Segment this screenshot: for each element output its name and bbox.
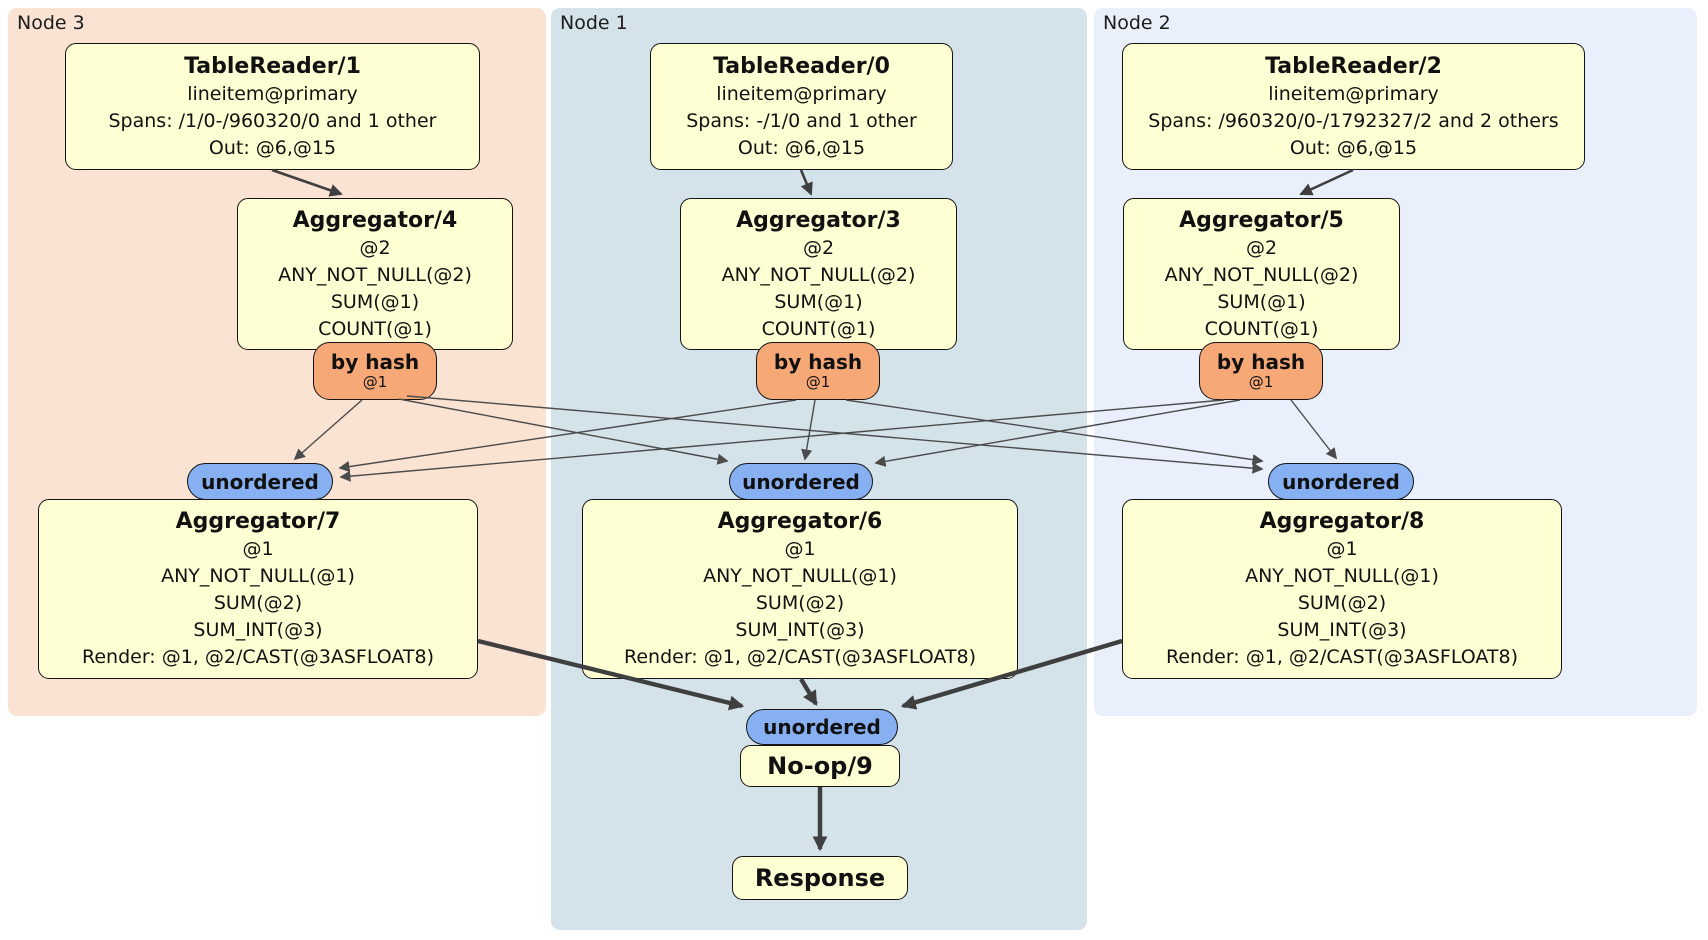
- processor-tablereader-1: TableReader/1 lineitem@primary Spans: /1…: [65, 43, 480, 170]
- processor-detail: Render: @1, @2/CAST(@3ASFLOAT8): [624, 646, 976, 668]
- processor-aggregator-3: Aggregator/3 @2 ANY_NOT_NULL(@2) SUM(@1)…: [680, 198, 957, 350]
- processor-detail: SUM(@1): [1217, 290, 1306, 313]
- processor-detail: SUM_INT(@3): [1277, 619, 1407, 641]
- processor-detail: @2: [1245, 236, 1278, 259]
- processor-detail: ANY_NOT_NULL(@2): [278, 263, 472, 286]
- processor-title: Aggregator/7: [175, 509, 341, 534]
- processor-detail: ANY_NOT_NULL(@1): [161, 565, 355, 587]
- processor-detail: Spans: -/1/0 and 1 other: [686, 109, 917, 132]
- processor-detail: @1: [1326, 538, 1358, 560]
- processor-tablereader-2: TableReader/2 lineitem@primary Spans: /9…: [1122, 43, 1585, 170]
- processor-title: TableReader/1: [184, 53, 361, 79]
- processor-noop-9: No-op/9: [740, 745, 900, 787]
- processor-detail: SUM(@2): [755, 592, 845, 614]
- processor-detail: lineitem@primary: [716, 82, 887, 105]
- processor-detail: Out: @6,@15: [737, 136, 866, 159]
- processor-title: Aggregator/3: [736, 207, 901, 233]
- router-by-hash-3: by hash @1: [756, 342, 880, 400]
- processor-aggregator-5: Aggregator/5 @2 ANY_NOT_NULL(@2) SUM(@1)…: [1123, 198, 1400, 350]
- processor-title: Aggregator/6: [717, 509, 883, 534]
- processor-detail: Out: @6,@15: [1289, 136, 1418, 159]
- processor-title: Aggregator/8: [1259, 509, 1425, 534]
- router-label: by hash: [330, 350, 420, 374]
- router-label: by hash: [773, 350, 863, 374]
- router-label: by hash: [1216, 350, 1306, 374]
- processor-aggregator-7: Aggregator/7 @1 ANY_NOT_NULL(@1) SUM(@2)…: [38, 499, 478, 679]
- router-key: @1: [1248, 373, 1274, 391]
- router-key: @1: [362, 373, 388, 391]
- processor-title: Aggregator/4: [292, 207, 458, 233]
- processor-detail: @1: [242, 538, 274, 560]
- sync-unordered-final: unordered: [746, 709, 898, 745]
- processor-aggregator-8: Aggregator/8 @1 ANY_NOT_NULL(@1) SUM(@2)…: [1122, 499, 1562, 679]
- sync-unordered-6: unordered: [729, 463, 873, 500]
- processor-detail: SUM(@1): [330, 290, 420, 313]
- processor-detail: SUM_INT(@3): [193, 619, 323, 641]
- processor-title: Response: [754, 864, 886, 892]
- processor-aggregator-6: Aggregator/6 @1 ANY_NOT_NULL(@1) SUM(@2)…: [582, 499, 1018, 679]
- sync-unordered-8: unordered: [1268, 463, 1414, 500]
- processor-detail: Render: @1, @2/CAST(@3ASFLOAT8): [82, 646, 434, 668]
- processor-title: Aggregator/5: [1179, 207, 1344, 233]
- node-panel-label: Node 3: [17, 12, 85, 34]
- processor-title: No-op/9: [767, 752, 873, 780]
- processor-detail: @2: [802, 236, 835, 259]
- processor-detail: SUM_INT(@3): [735, 619, 865, 641]
- processor-detail: SUM(@1): [774, 290, 863, 313]
- processor-detail: COUNT(@1): [1204, 317, 1319, 340]
- processor-tablereader-0: TableReader/0 lineitem@primary Spans: -/…: [650, 43, 953, 170]
- processor-detail: ANY_NOT_NULL(@1): [1245, 565, 1439, 587]
- node-panel-label: Node 2: [1103, 12, 1171, 34]
- processor-detail: COUNT(@1): [761, 317, 876, 340]
- processor-detail: @1: [784, 538, 816, 560]
- node-panel-label: Node 1: [560, 12, 628, 34]
- processor-detail: Render: @1, @2/CAST(@3ASFLOAT8): [1166, 646, 1518, 668]
- processor-detail: @2: [359, 236, 391, 259]
- processor-detail: lineitem@primary: [187, 82, 358, 105]
- router-by-hash-4: by hash @1: [313, 342, 437, 400]
- processor-detail: ANY_NOT_NULL(@2): [721, 263, 916, 286]
- processor-detail: Spans: /960320/0-/1792327/2 and 2 others: [1148, 109, 1559, 132]
- processor-response: Response: [732, 856, 908, 900]
- processor-title: TableReader/2: [1265, 53, 1442, 79]
- processor-title: TableReader/0: [713, 53, 890, 79]
- processor-detail: Out: @6,@15: [208, 136, 337, 159]
- router-by-hash-5: by hash @1: [1199, 342, 1323, 400]
- processor-detail: SUM(@2): [213, 592, 303, 614]
- processor-aggregator-4: Aggregator/4 @2 ANY_NOT_NULL(@2) SUM(@1)…: [237, 198, 513, 350]
- sync-unordered-7: unordered: [187, 463, 333, 500]
- processor-detail: Spans: /1/0-/960320/0 and 1 other: [108, 109, 437, 132]
- processor-detail: ANY_NOT_NULL(@1): [703, 565, 897, 587]
- router-key: @1: [805, 373, 831, 391]
- processor-detail: SUM(@2): [1297, 592, 1387, 614]
- processor-detail: lineitem@primary: [1268, 82, 1439, 105]
- processor-detail: ANY_NOT_NULL(@2): [1164, 263, 1359, 286]
- processor-detail: COUNT(@1): [318, 317, 432, 340]
